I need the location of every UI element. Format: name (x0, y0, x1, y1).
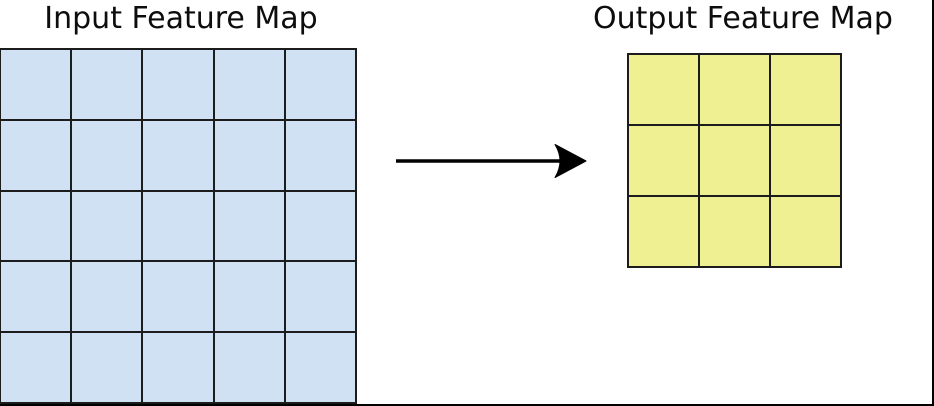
grid-cell (1, 50, 71, 119)
arrow-head (554, 144, 587, 178)
output-feature-map-grid (627, 53, 842, 268)
grid-cell (700, 197, 769, 266)
grid-cell (143, 333, 213, 402)
grid-cell (700, 55, 769, 124)
grid-cell (285, 191, 355, 261)
grid-cell (72, 120, 142, 190)
grid-cell (214, 333, 284, 402)
grid-cell (285, 262, 355, 332)
grid-cell (285, 333, 355, 402)
grid-cell (143, 50, 213, 119)
grid-cell (1, 262, 71, 332)
grid-cell (1, 120, 71, 190)
grid-cell (771, 55, 840, 124)
grid-cell (629, 197, 698, 266)
grid-cell (285, 50, 355, 119)
grid-cell (700, 126, 769, 195)
input-feature-map-grid (0, 48, 357, 404)
grid-cell (285, 120, 355, 190)
grid-cell (72, 333, 142, 402)
grid-cell (771, 197, 840, 266)
grid-cell (72, 50, 142, 119)
grid-cell (214, 262, 284, 332)
grid-cell (143, 191, 213, 261)
grid-cell (629, 126, 698, 195)
grid-cell (214, 191, 284, 261)
input-feature-map-title: Input Feature Map (44, 1, 318, 36)
grid-cell (1, 191, 71, 261)
grid-cell (771, 126, 840, 195)
output-feature-map-title: Output Feature Map (593, 1, 893, 36)
grid-cell (143, 120, 213, 190)
grid-cell (214, 50, 284, 119)
grid-cell (72, 262, 142, 332)
grid-cell (72, 191, 142, 261)
grid-cell (214, 120, 284, 190)
grid-cell (629, 55, 698, 124)
grid-cell (143, 262, 213, 332)
right-arrow-icon (396, 144, 587, 178)
grid-cell (1, 333, 71, 402)
